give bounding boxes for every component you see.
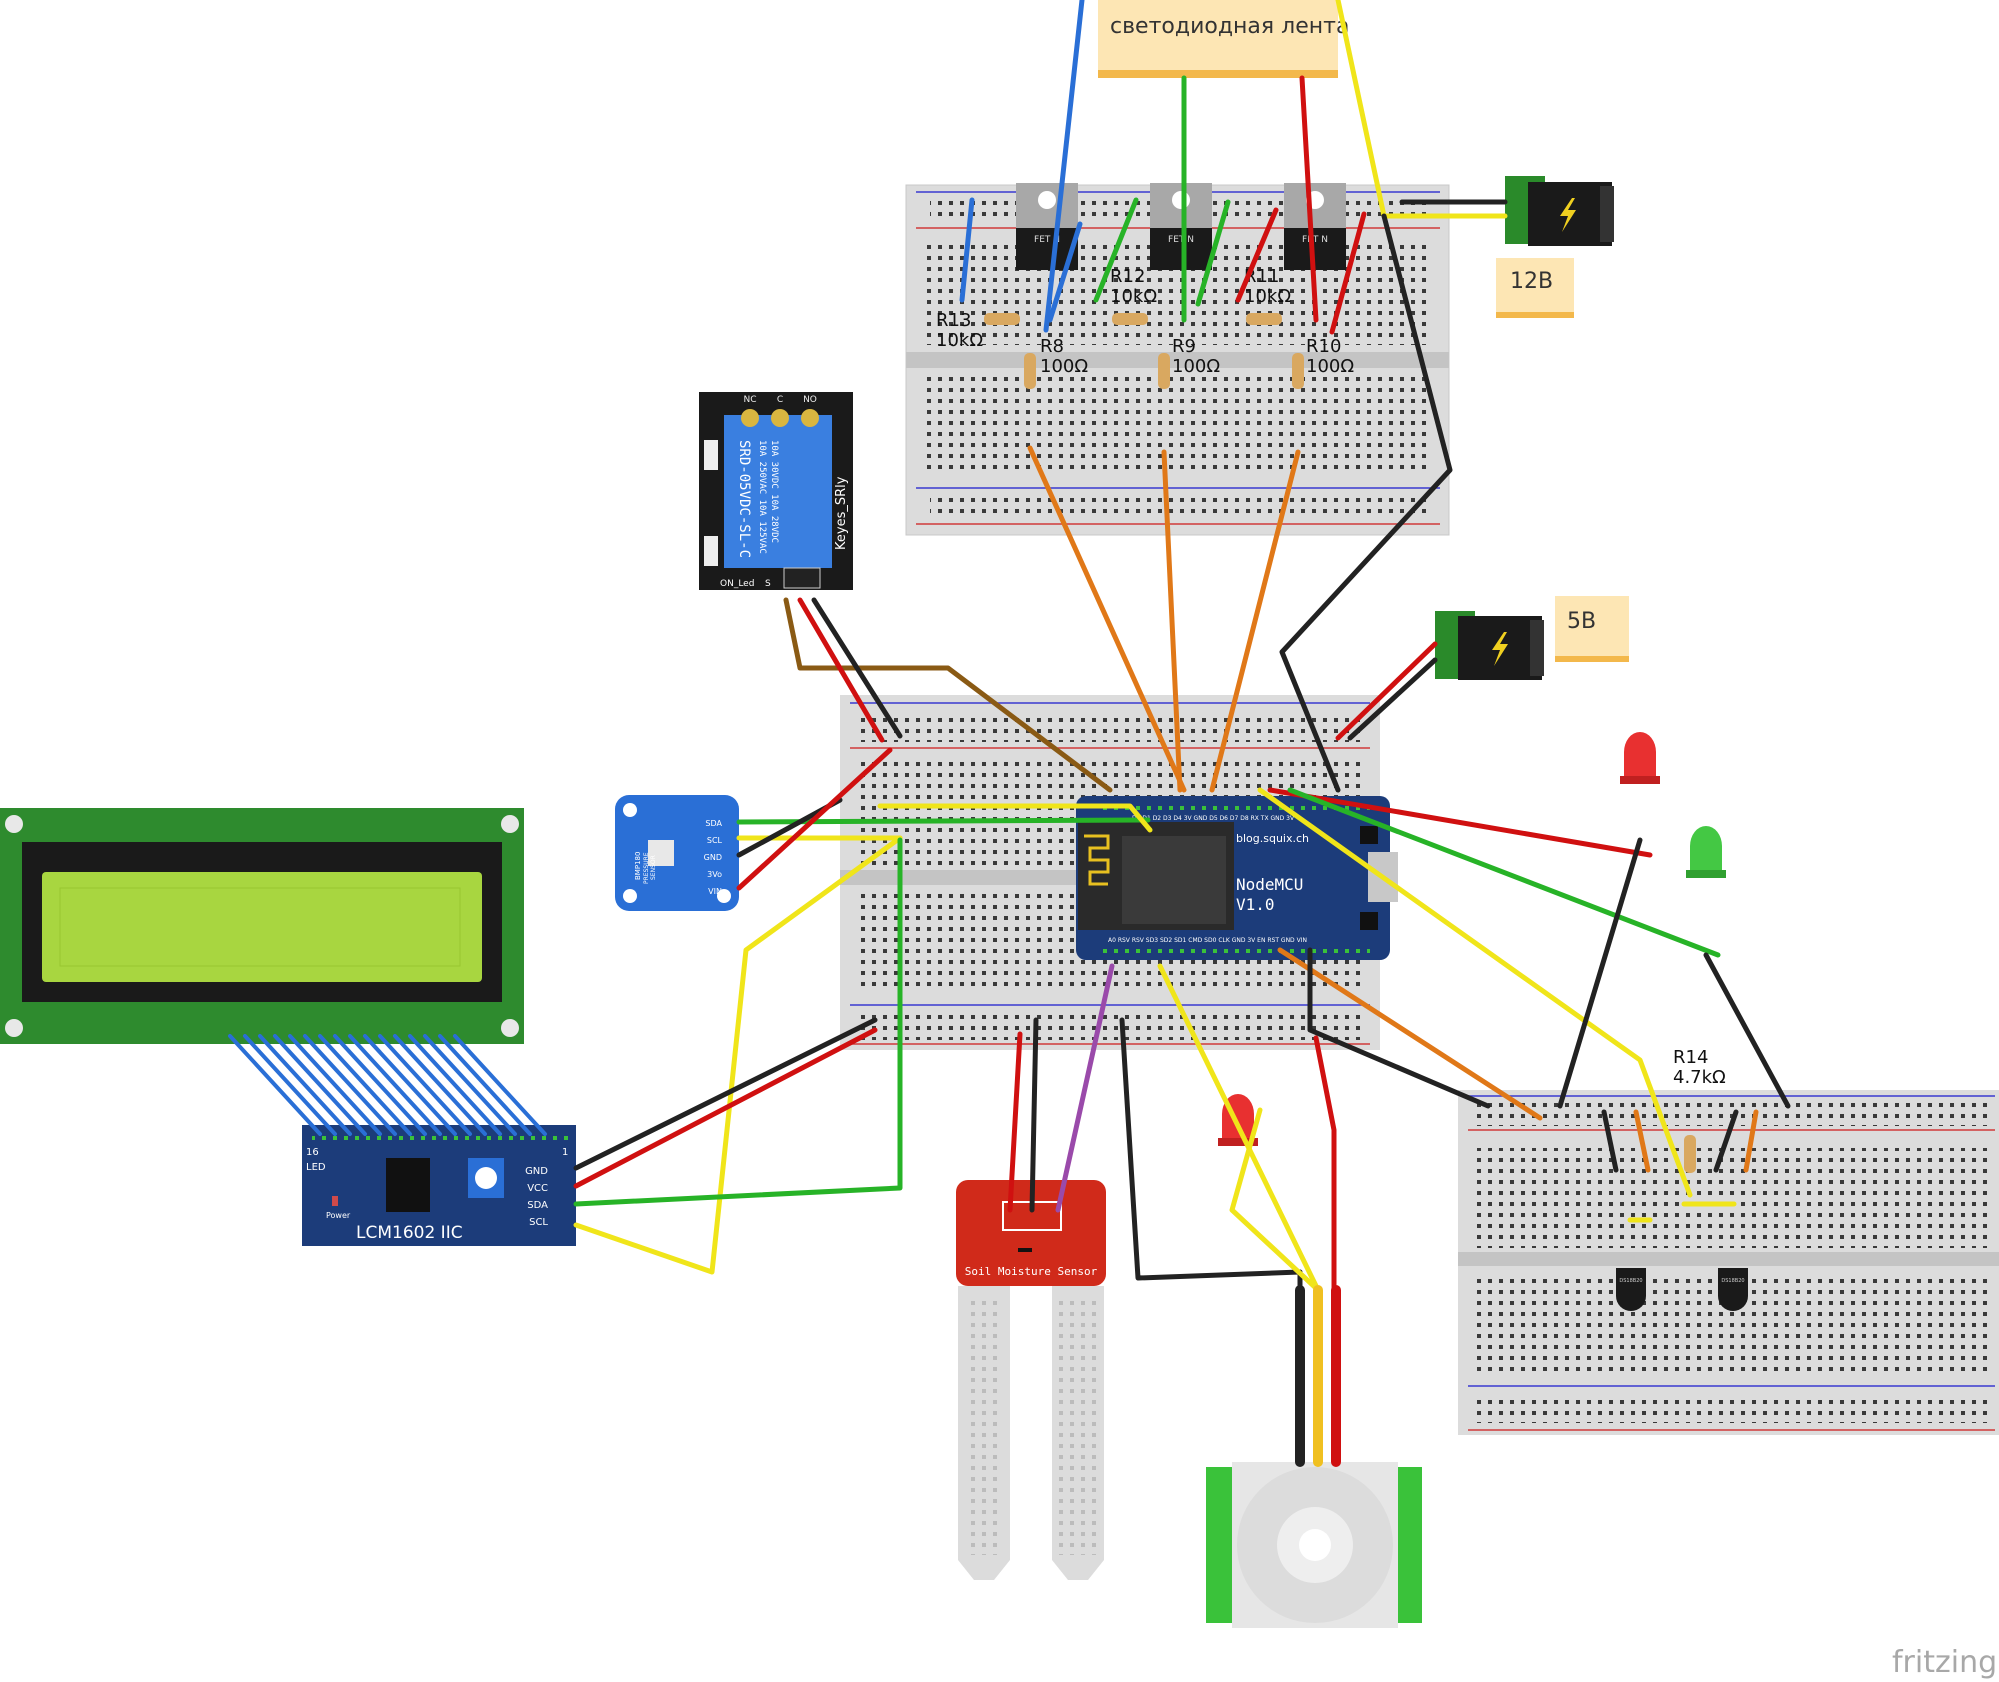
r10-value: 100Ω [1306, 356, 1354, 377]
note-12v-text: 12В [1510, 269, 1553, 294]
r12-name: R12 [1110, 266, 1145, 287]
lcd-pin1: 1 [562, 1147, 568, 1158]
mosfet-1-label: FET N [1034, 235, 1060, 245]
lcd-led-label: LED [306, 1162, 326, 1173]
mosfet-3-label: FET N [1302, 235, 1328, 245]
temperature-sensor-2: DS18B20 [1718, 1268, 1748, 1311]
bmp-pin-gnd: GND [704, 853, 722, 862]
nodemcu-site: blog.squix.ch [1236, 832, 1309, 845]
nodemcu-top-pins: D0 D1 D2 D3 D4 3V GND D5 D6 D7 D8 RX TX … [1132, 815, 1295, 822]
r13-value: 10kΩ [936, 330, 983, 351]
fritzing-logo: fritzing [1892, 1645, 1997, 1680]
soil-moisture-sensor: Soil Moisture Sensor [956, 1180, 1106, 1580]
power-bolt-icon [1560, 198, 1576, 232]
relay-pin-nc: NC [743, 395, 756, 405]
relay-module: NC C NO SRD-05VDC-SL-C 10A 250VAC 10A 12… [699, 392, 853, 590]
note-5v-text: 5В [1567, 609, 1596, 634]
note-led-strip-text: светодиодная лента [1110, 14, 1349, 39]
lcd-ribbon-wires [228, 1034, 547, 1136]
nodemcu-bottom-pins: A0 RSV RSV SD3 SD2 SD1 CMD SD0 CLK GND 3… [1108, 937, 1307, 944]
lcd-pin-scl: SCL [529, 1217, 548, 1228]
ds-label-1: DS18B20 [1619, 1278, 1642, 1284]
lcd-pin-sda: SDA [527, 1200, 548, 1211]
mosfet-3: FET N [1284, 183, 1346, 270]
r8-name: R8 [1040, 336, 1064, 357]
breadboard-right [1458, 1090, 1999, 1435]
relay-pin-s: S [765, 579, 771, 589]
relay-pin-c: C [777, 395, 783, 405]
ds-label-2: DS18B20 [1721, 1278, 1744, 1284]
pir-sensor [1206, 1462, 1422, 1628]
mosfet-2-label: FET N [1168, 235, 1194, 245]
resistor-bodies [984, 313, 1696, 1173]
power-bolt-icon [1492, 632, 1508, 666]
note-5v: 5В [1555, 596, 1629, 662]
power-jack-12v [1505, 176, 1614, 246]
resistor-labels: R13 10kΩ R12 10kΩ R11 10kΩ R8 100Ω R9 10… [936, 266, 1726, 1088]
lcd-i2c-backpack: 16 1 LED Power LCM1602 IIC GND VCC SDA S… [302, 1125, 576, 1246]
r11-value: 10kΩ [1244, 286, 1291, 307]
lcd-power-label: Power [326, 1211, 351, 1220]
led-red-1 [1620, 732, 1660, 784]
relay-model: SRD-05VDC-SL-C [736, 440, 752, 558]
r11-name: R11 [1244, 266, 1279, 287]
bmp-pin-scl: SCL [707, 836, 723, 845]
r14-name: R14 [1673, 1047, 1708, 1068]
bmp-name: BMP180 [634, 852, 642, 880]
soil-label: Soil Moisture Sensor [965, 1265, 1098, 1278]
bmp-sub2: SENSOR [650, 855, 657, 880]
led-green [1686, 826, 1726, 878]
mosfet-1: FET N [1016, 183, 1078, 270]
wires [228, 0, 1791, 1467]
relay-on-led: ON_Led [720, 579, 754, 589]
r9-value: 100Ω [1172, 356, 1220, 377]
bmp-pin-sda: SDA [705, 819, 722, 828]
nodemcu-board: blog.squix.ch NodeMCU V1.0 D0 D1 D2 D3 D… [1076, 796, 1398, 960]
lcd-pin-gnd: GND [525, 1166, 548, 1177]
relay-pin-no: NO [803, 395, 817, 405]
lcd-model: LCM1602 IIC [356, 1223, 463, 1243]
temperature-sensor-1: DS18B20 [1616, 1268, 1646, 1311]
r12-value: 10kΩ [1110, 286, 1157, 307]
lcd-1602 [0, 808, 524, 1044]
relay-rating-2: 10A 30VDC 10A 28VDC [769, 440, 779, 543]
bmp180-sensor: BMP180 PRESSURE SENSOR SDA SCL GND 3Vo V… [615, 795, 739, 911]
power-jack-5v [1435, 611, 1544, 680]
bmp-pin-vin: VIN [708, 887, 722, 896]
lcd-screen [42, 872, 482, 982]
bmp-pin-3vo: 3Vo [707, 870, 722, 879]
bmp-sub1: PRESSURE [643, 852, 650, 884]
lcd-pin16: 16 [306, 1147, 319, 1158]
mosfet-2: FET N [1150, 183, 1212, 270]
r13-name: R13 [936, 310, 971, 331]
nodemcu-version: V1.0 [1236, 895, 1275, 914]
note-12v: 12В [1496, 258, 1574, 318]
relay-name: Keyes_SRly [834, 476, 849, 550]
lcd-pin-vcc: VCC [527, 1183, 548, 1194]
r14-value: 4.7kΩ [1673, 1067, 1726, 1088]
note-led-strip: светодиодная лента [1098, 0, 1349, 78]
r8-value: 100Ω [1040, 356, 1088, 377]
r9-name: R9 [1172, 336, 1196, 357]
r10-name: R10 [1306, 336, 1341, 357]
relay-rating-1: 10A 250VAC 10A 125VAC [757, 440, 767, 554]
nodemcu-name: NodeMCU [1236, 875, 1303, 894]
